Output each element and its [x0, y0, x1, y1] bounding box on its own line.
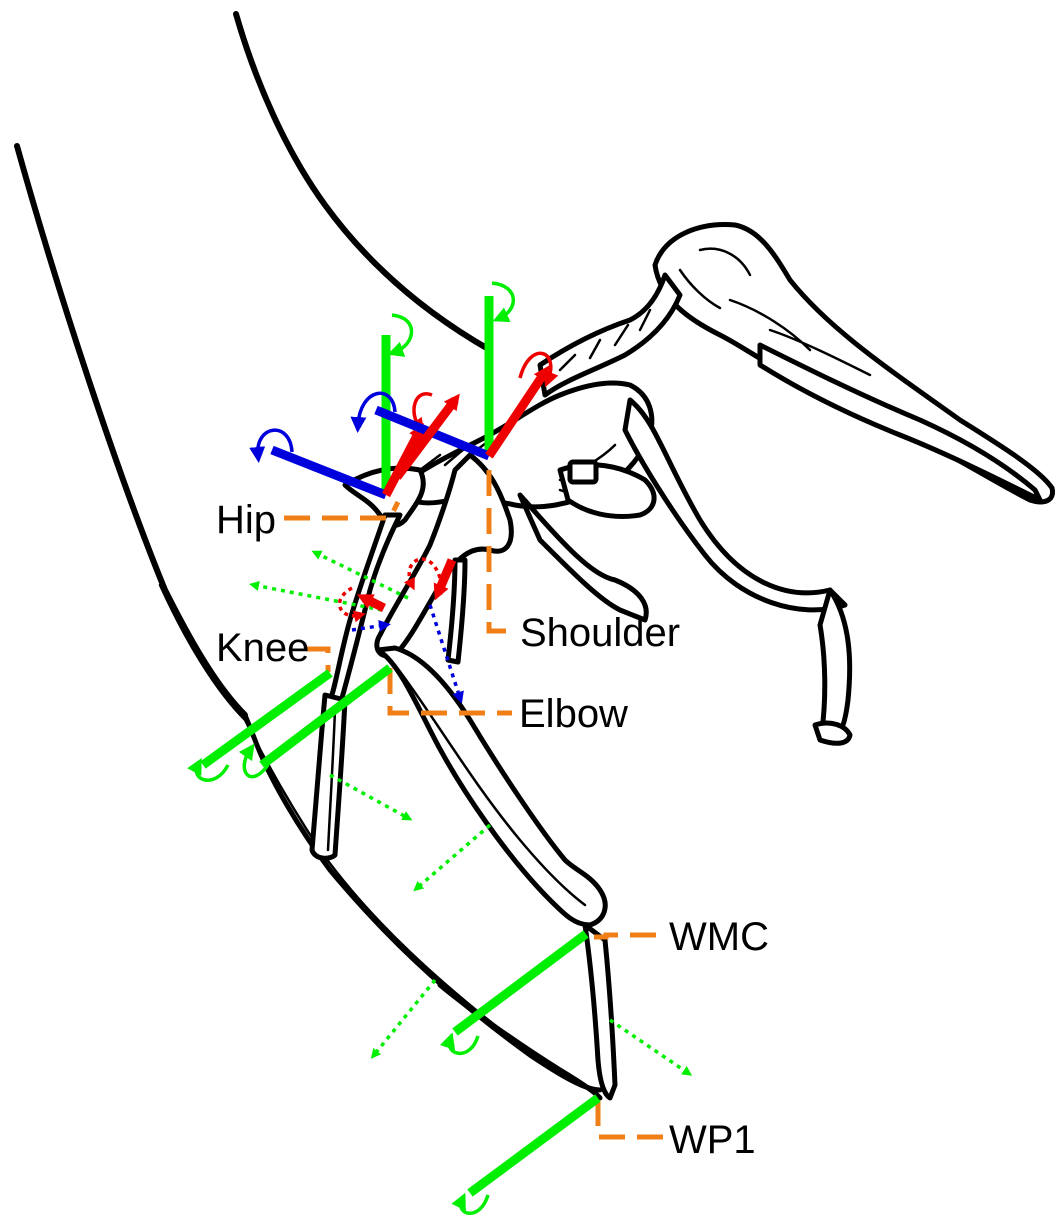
- hip-rot-green: [392, 315, 412, 352]
- sternal-plate: [570, 462, 596, 482]
- label-knee: Knee: [216, 626, 309, 670]
- label-wp1: WP1: [669, 1118, 756, 1162]
- pteroid: [448, 560, 465, 662]
- finger-dot-green: [374, 980, 435, 1055]
- far-humerus: [625, 400, 845, 610]
- radius-dot-green: [417, 825, 490, 888]
- label-elbow: Elbow: [519, 692, 628, 736]
- far-radius: [820, 590, 850, 738]
- label-hip: Hip: [216, 498, 276, 542]
- wing-finger-shaft: [245, 715, 600, 1090]
- wp1-leader: [598, 1100, 663, 1137]
- wp1-axis-green: [470, 1098, 598, 1193]
- knee-rot-green: [196, 765, 228, 780]
- label-shoulder: Shoulder: [520, 611, 680, 655]
- wing-phalanx-1: [440, 985, 600, 1098]
- shoulder-rot-green: [492, 283, 513, 318]
- wp1-rot-green: [461, 1195, 488, 1213]
- lower-jaw: [760, 345, 1040, 500]
- wing-finger-outer: [17, 146, 245, 715]
- metacarpal-dot-green: [610, 1020, 688, 1073]
- wmc-leader: [594, 935, 663, 937]
- wmc-rot-green: [449, 1036, 478, 1053]
- label-wmc: WMC: [669, 915, 769, 959]
- wing-metacarpal: [585, 925, 615, 1098]
- neck: [540, 275, 680, 395]
- skeleton: [17, 14, 1053, 1098]
- far-wrist: [815, 723, 850, 743]
- wing-finger-upper: [236, 14, 490, 350]
